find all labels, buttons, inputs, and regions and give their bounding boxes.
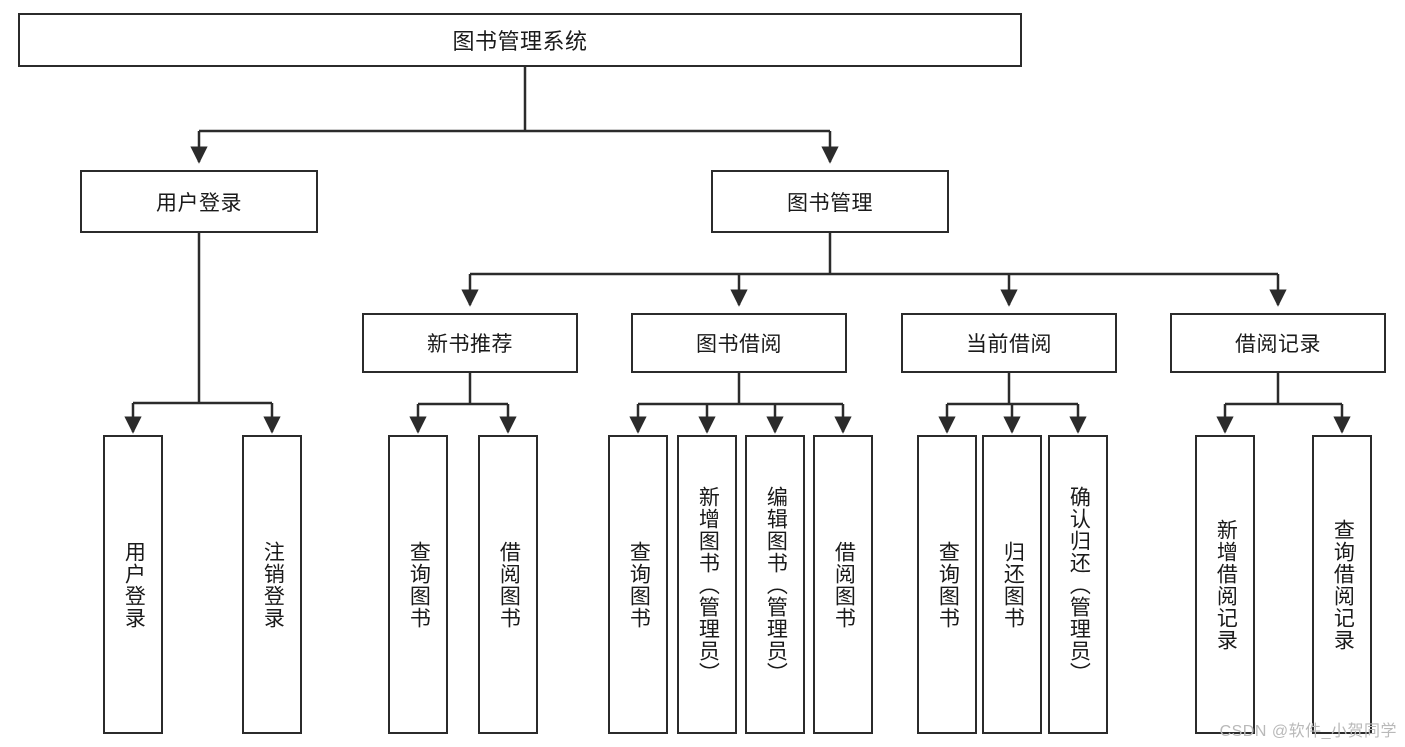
node-new-book-recommend[interactable]: 新书推荐	[362, 313, 578, 373]
leaf-new-book-borrow[interactable]: 借阅图书	[478, 435, 538, 734]
node-label: 用户登录	[156, 191, 242, 215]
node-book-management[interactable]: 图书管理	[711, 170, 949, 233]
node-label: 新书推荐	[427, 333, 513, 356]
leaf-book-borrow-add[interactable]: 新增图书（管理员）	[677, 435, 737, 734]
node-label: 归还图书	[1001, 540, 1025, 629]
node-label: 查询图书	[936, 540, 960, 629]
leaf-current-borrow-query[interactable]: 查询图书	[917, 435, 977, 734]
leaf-user-login-logout[interactable]: 注销登录	[242, 435, 302, 734]
node-label: 图书管理系统	[452, 29, 588, 54]
node-label: 新增图书（管理员）	[696, 485, 720, 684]
leaf-current-borrow-confirm-return[interactable]: 确认归还（管理员）	[1048, 435, 1108, 734]
leaf-user-login-login[interactable]: 用户登录	[103, 435, 163, 734]
leaf-book-borrow-borrow[interactable]: 借阅图书	[813, 435, 873, 734]
node-current-borrow[interactable]: 当前借阅	[901, 313, 1117, 373]
node-label: 借阅记录	[1235, 333, 1321, 356]
node-book-borrow[interactable]: 图书借阅	[631, 313, 847, 373]
node-user-login[interactable]: 用户登录	[80, 170, 318, 233]
node-label: 新增借阅记录	[1214, 518, 1238, 651]
node-root-system[interactable]: 图书管理系统	[18, 13, 1022, 67]
node-label: 确认归还（管理员）	[1067, 485, 1091, 684]
node-label: 借阅图书	[497, 540, 521, 629]
leaf-borrow-record-add[interactable]: 新增借阅记录	[1195, 435, 1255, 734]
leaf-book-borrow-edit[interactable]: 编辑图书（管理员）	[745, 435, 805, 734]
node-label: 图书管理	[787, 191, 873, 215]
node-label: 图书借阅	[696, 333, 782, 356]
node-label: 用户登录	[122, 540, 146, 629]
node-label: 当前借阅	[966, 333, 1052, 356]
watermark-text: CSDN @软件_小贺同学	[1219, 723, 1397, 740]
node-label: 查询图书	[627, 540, 651, 629]
leaf-current-borrow-return[interactable]: 归还图书	[982, 435, 1042, 734]
node-label: 查询图书	[407, 540, 431, 629]
node-label: 注销登录	[261, 540, 285, 629]
leaf-borrow-record-query[interactable]: 查询借阅记录	[1312, 435, 1372, 734]
node-label: 查询借阅记录	[1331, 518, 1355, 651]
node-label: 编辑图书（管理员）	[764, 485, 788, 684]
node-borrow-record[interactable]: 借阅记录	[1170, 313, 1386, 373]
leaf-book-borrow-query[interactable]: 查询图书	[608, 435, 668, 734]
leaf-new-book-query[interactable]: 查询图书	[388, 435, 448, 734]
node-label: 借阅图书	[832, 540, 856, 629]
